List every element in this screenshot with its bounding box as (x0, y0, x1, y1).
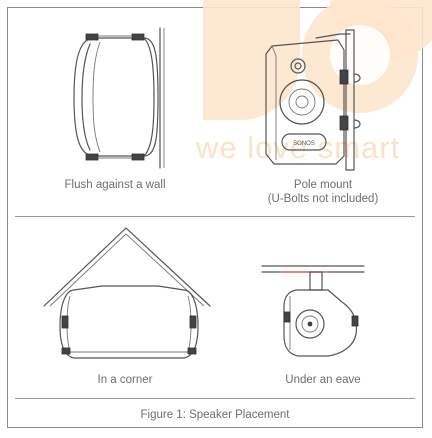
pole-mount-caption-line2: (U-Bolts not included) (267, 193, 379, 205)
eave-illustration (261, 265, 365, 357)
corner-caption: In a corner (97, 374, 153, 386)
watermark-text: we love smart (196, 130, 401, 165)
flush-wall-caption: Flush against a wall (64, 179, 166, 191)
figure-caption: Figure 1: Speaker Placement (140, 409, 290, 421)
section-divider (15, 216, 415, 217)
flush-wall-illustration (73, 27, 165, 169)
pole-mount-caption-line1: Pole mount (293, 179, 353, 191)
corner-illustration (43, 227, 211, 359)
eave-caption: Under an eave (285, 374, 361, 386)
speaker-logo: SONOS (293, 141, 315, 147)
pole-mount-illustration: SONOS (265, 29, 361, 171)
caption-divider (15, 398, 415, 399)
